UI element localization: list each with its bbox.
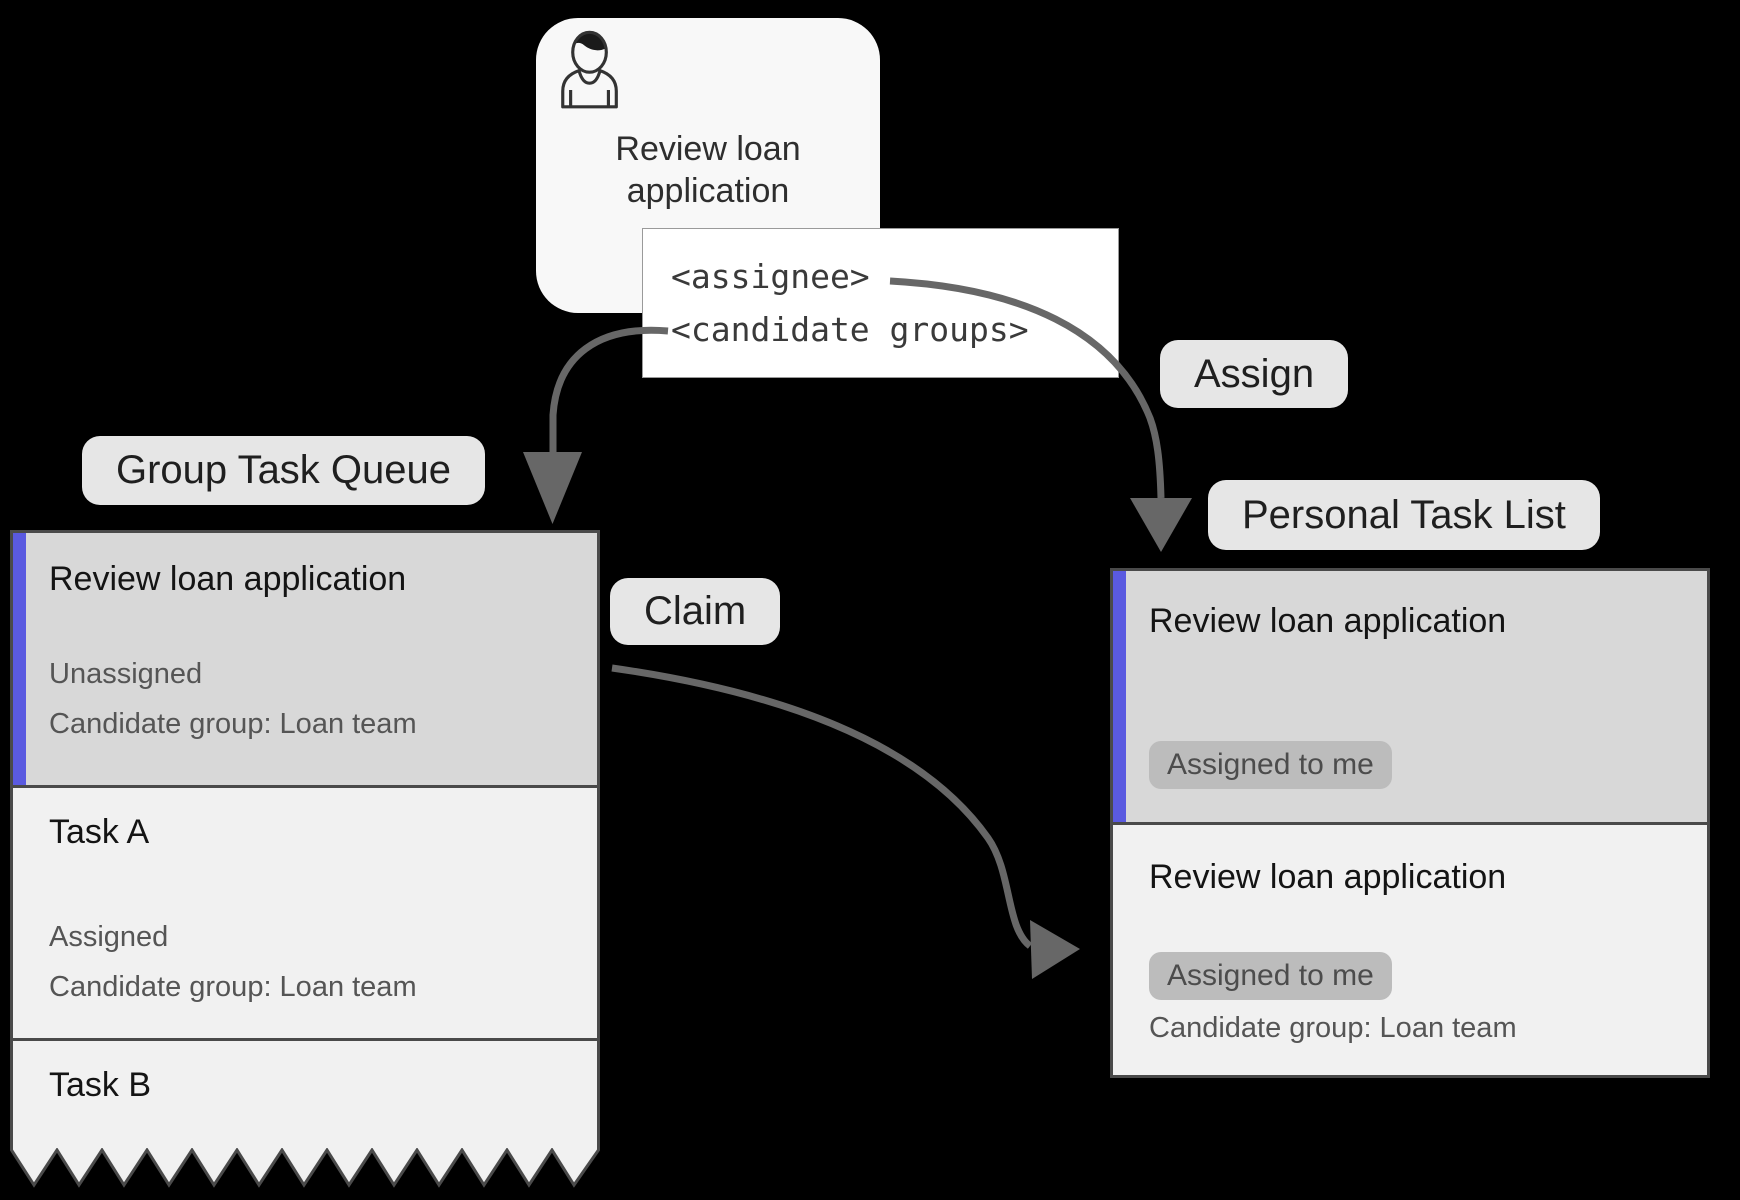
assigned-to-me-badge: Assigned to me (1149, 741, 1392, 789)
task-candidate-group: Candidate group: Loan team (49, 708, 417, 740)
task-title: Review loan application (49, 560, 407, 598)
group-task-queue: Review loan application Unassigned Candi… (10, 530, 600, 1188)
task-candidate-group: Candidate group: Loan team (49, 971, 417, 1003)
selection-accent-bar (1113, 571, 1126, 822)
assign-arrowhead (1130, 498, 1192, 552)
task-candidate-group: Candidate group: Loan team (1149, 1012, 1517, 1044)
user-task-title: Review loan application (536, 128, 880, 212)
assign-label: Assign (1160, 340, 1349, 408)
task-meta: Unassigned Candidate group: Loan team (49, 649, 597, 749)
assigned-to-me-badge: Assigned to me (1149, 952, 1392, 1000)
claim-arrowhead (1030, 920, 1080, 979)
claim-arrow (611, 664, 1033, 949)
task-card-review-loan-application-assigned: Review loan application Assigned to me C… (1110, 822, 1710, 1078)
task-meta: Assigned Candidate group: Loan team (49, 912, 597, 1012)
user-task-title-line2: application (626, 172, 790, 210)
task-title: Review loan application (1149, 858, 1507, 896)
task-xml-annotation: <assignee> <candidate groups> (642, 228, 1119, 378)
claim-label: Claim (610, 578, 781, 645)
personal-task-list-label: Personal Task List (1208, 480, 1600, 550)
task-title: Task B (49, 1066, 152, 1104)
user-task-title-line1: Review loan (615, 130, 801, 168)
group-task-queue-label: Group Task Queue (82, 436, 486, 505)
task-status: Unassigned (49, 658, 203, 690)
person-icon (561, 30, 618, 109)
candidate-groups-property: <candidate groups> (671, 310, 1029, 349)
torn-edge (10, 1148, 600, 1188)
task-card-task-a: Task A Assigned Candidate group: Loan te… (10, 785, 600, 1038)
selection-accent-bar (13, 533, 26, 785)
personal-task-list: Review loan application Assigned to me R… (1110, 568, 1710, 1078)
task-card-review-loan-application: Review loan application Unassigned Candi… (10, 530, 600, 785)
task-title: Review loan application (1149, 602, 1507, 640)
task-card-review-loan-application-claimed: Review loan application Assigned to me (1110, 568, 1710, 822)
task-title: Task A (49, 813, 150, 851)
assignee-property: <assignee> (671, 257, 870, 296)
candidate-groups-arrowhead (523, 452, 582, 524)
task-card-task-b: Task B (10, 1038, 600, 1148)
task-status: Assigned (49, 921, 169, 953)
